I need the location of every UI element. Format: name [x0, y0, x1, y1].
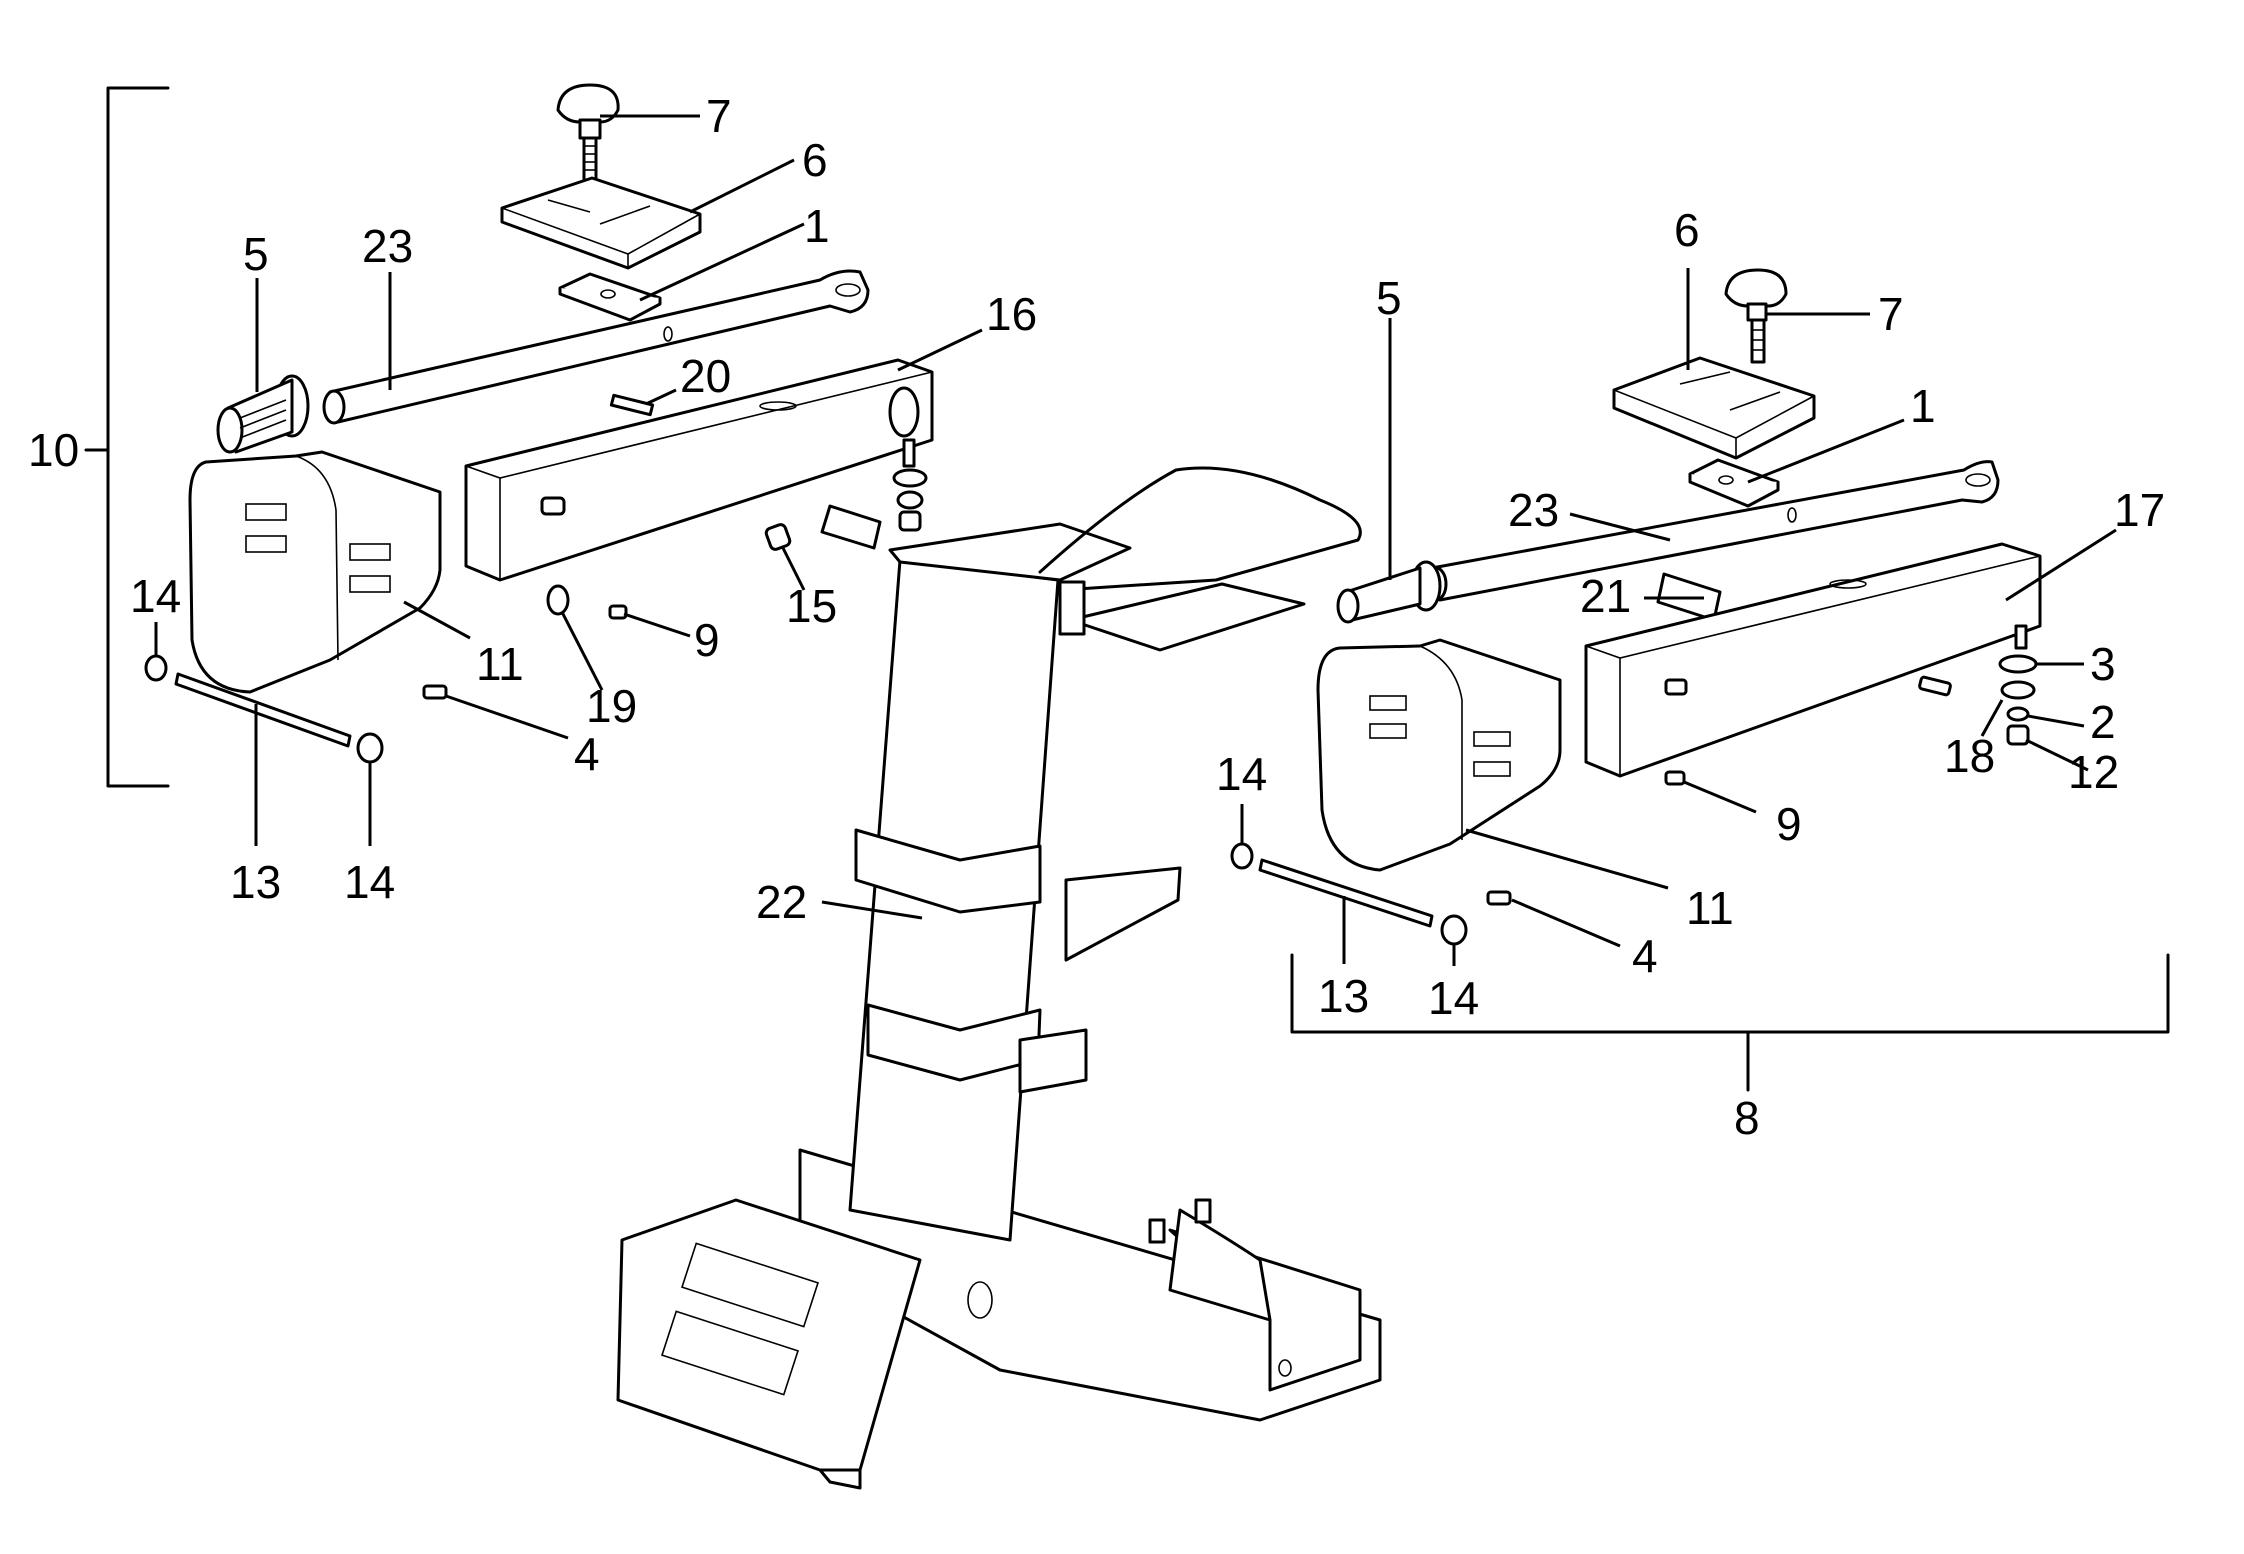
callout-14-left-b: 14: [344, 856, 395, 908]
handle-grip-right: [1336, 560, 1442, 624]
callout-9-right: 9: [1776, 798, 1802, 850]
screw-9-left: [608, 604, 628, 620]
bolt-arm-right: [1664, 678, 1688, 696]
rod-left: [322, 269, 870, 425]
callout-13-right: 13: [1318, 970, 1369, 1022]
callout-labels: 7 6 1 5 23 16 20 10 14 11 19 9 15 4 13 1…: [28, 90, 2165, 1144]
screw-4-left: [422, 684, 448, 700]
pin-washers-left: [820, 438, 928, 550]
callout-6-left: 6: [802, 134, 828, 186]
callout-8: 8: [1734, 1092, 1760, 1144]
callout-1-left: 1: [804, 200, 830, 252]
clamp-plate-right: [1612, 356, 1816, 460]
callout-3: 3: [2090, 638, 2116, 690]
callout-23-right: 23: [1508, 484, 1559, 536]
callout-6-right: 6: [1674, 204, 1700, 256]
callout-14-right-b: 14: [1428, 972, 1479, 1024]
callout-11-left: 11: [476, 638, 524, 690]
callout-13-left: 13: [230, 856, 281, 908]
callout-10: 10: [28, 424, 79, 476]
knob-screw-right: [1724, 268, 1788, 364]
bracket-10: [84, 86, 170, 788]
callout-22: 22: [756, 876, 807, 928]
leader-lines: [154, 114, 2117, 966]
callout-11-right: 11: [1686, 882, 1734, 934]
arm-left: [464, 358, 934, 582]
handle-grip-left: [216, 374, 310, 454]
callout-16: 16: [986, 288, 1037, 340]
lamp-housing-right: [1316, 638, 1562, 872]
callout-2: 2: [2090, 696, 2116, 748]
callout-23-left: 23: [362, 220, 413, 272]
callout-15: 15: [786, 580, 837, 632]
bolt-arm-right-2: [1918, 675, 1952, 697]
callout-19: 19: [586, 680, 637, 732]
arm-right: [1584, 542, 2042, 778]
callout-12: 12: [2068, 746, 2119, 798]
shim-right: [1688, 458, 1780, 508]
callout-5-left: 5: [243, 228, 269, 280]
callout-1-right: 1: [1910, 380, 1936, 432]
bolt-arm-left: [540, 496, 566, 516]
screw-9-right: [1664, 770, 1686, 786]
clamp-plate-left: [500, 176, 702, 270]
callout-18: 18: [1944, 730, 1995, 782]
callout-9-left: 9: [694, 614, 720, 666]
callout-14-left-a: 14: [130, 570, 181, 622]
stand-frame: [616, 466, 1382, 1490]
washers-right: [1998, 624, 2038, 746]
callout-4-left: 4: [574, 728, 600, 780]
callout-20: 20: [680, 350, 731, 402]
callout-14-right-a: 14: [1216, 748, 1267, 800]
screw-4-right: [1486, 890, 1512, 906]
callout-7-left: 7: [706, 90, 732, 142]
callout-21: 21: [1580, 570, 1631, 622]
callout-17: 17: [2114, 484, 2165, 536]
lamp-housing-left: [188, 450, 442, 694]
callout-7-right: 7: [1878, 288, 1904, 340]
callout-4-right: 4: [1632, 930, 1658, 982]
washer-19: [546, 584, 570, 616]
callout-5-right: 5: [1376, 272, 1402, 324]
bracket-8: [1290, 953, 2170, 1092]
bolt-20: [609, 393, 655, 417]
nut-15: [764, 523, 792, 551]
shim-left: [558, 272, 662, 322]
knob-screw-left: [556, 83, 620, 182]
